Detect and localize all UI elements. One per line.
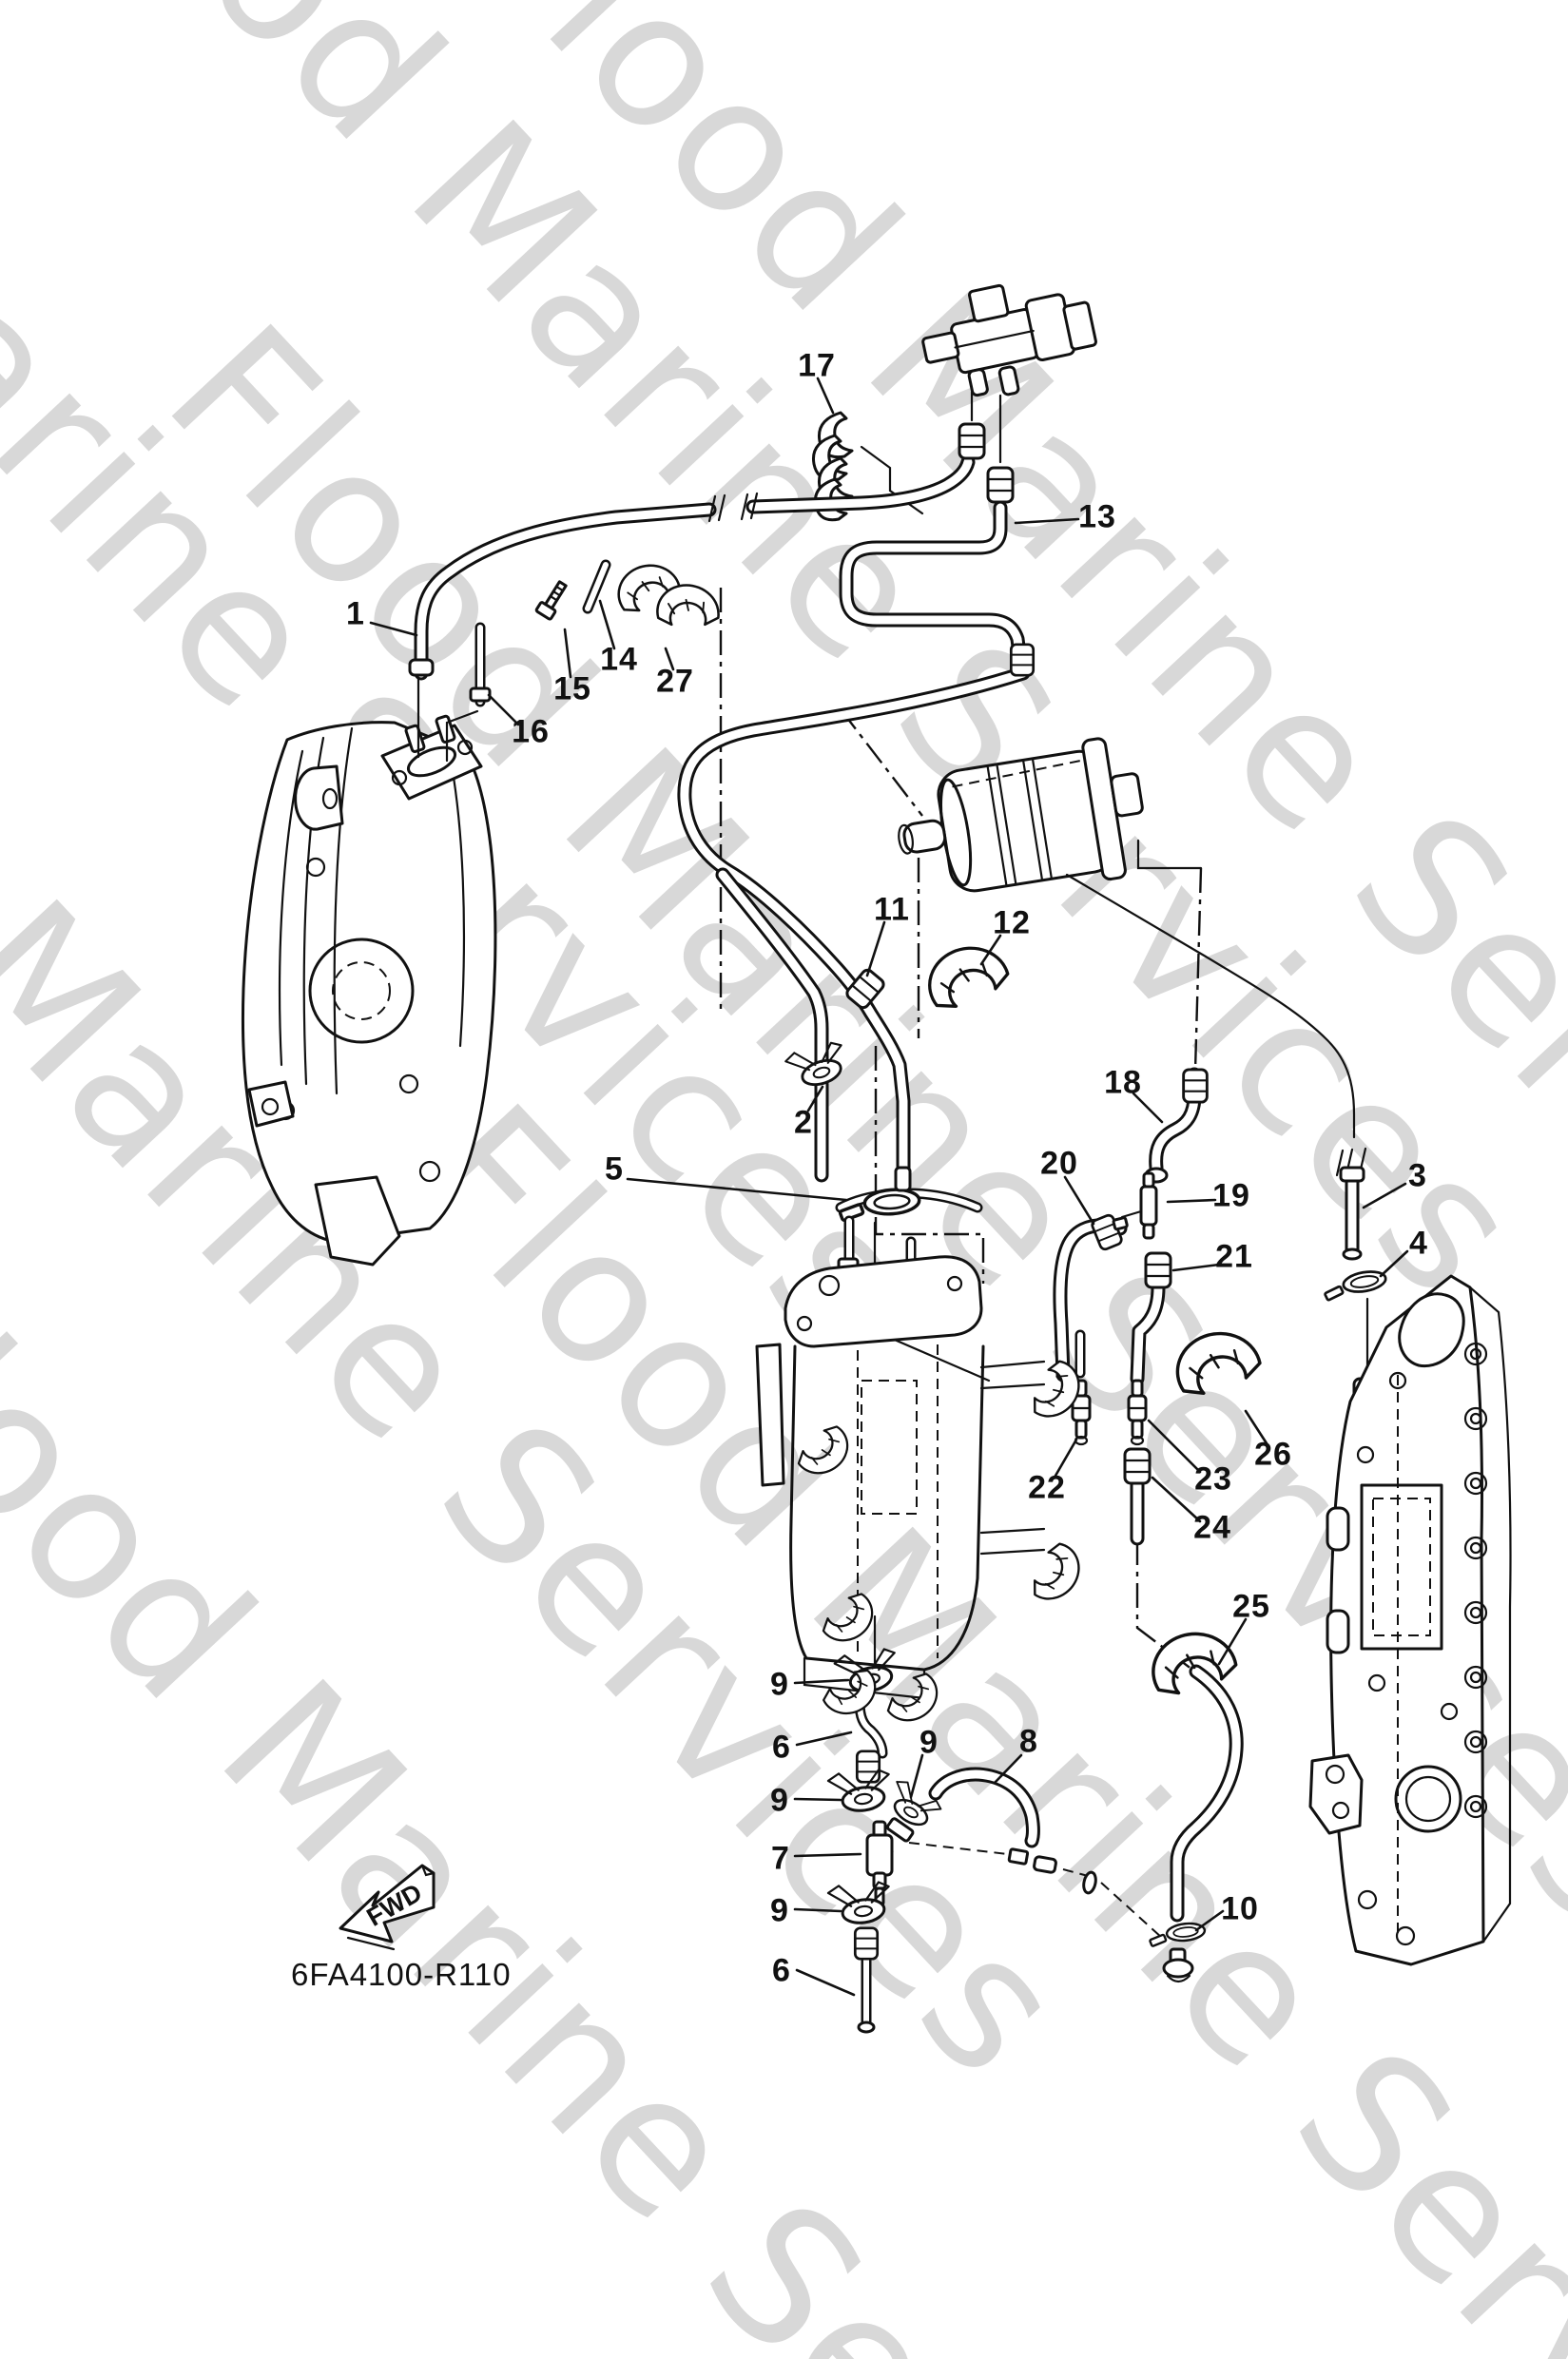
callout-10: 10: [1221, 1890, 1259, 1927]
callout-1: 1: [346, 595, 365, 632]
callout-14: 14: [600, 641, 638, 678]
callout-4: 4: [1409, 1225, 1428, 1262]
callout-15: 15: [553, 670, 591, 707]
callout-24: 24: [1193, 1509, 1231, 1546]
callout-21: 21: [1215, 1238, 1253, 1275]
cylinder-plate: [1308, 1274, 1512, 1966]
fuel-pump-assembly: [921, 283, 1097, 397]
callout-9b: 9: [770, 1782, 789, 1819]
callout-20: 20: [1040, 1145, 1078, 1182]
callout-26: 26: [1254, 1436, 1292, 1473]
fwd-label: FWD: [362, 1878, 427, 1932]
vapor-separator: [755, 1166, 1092, 1731]
clamp-12: [922, 940, 1014, 1013]
callout-9d: 9: [920, 1724, 939, 1761]
callout-6b: 6: [772, 1952, 791, 1989]
callout-23: 23: [1194, 1460, 1232, 1498]
screw-15: [534, 580, 568, 621]
callout-18: 18: [1104, 1064, 1142, 1101]
callout-8: 8: [1019, 1723, 1038, 1760]
clamp-25: [1149, 1629, 1240, 1696]
callout-3: 3: [1408, 1157, 1427, 1194]
callout-5: 5: [605, 1150, 624, 1188]
intake-bracket: [241, 714, 497, 1267]
drawing-number: 6FA4100-R110: [291, 1957, 512, 1992]
callout-25: 25: [1232, 1588, 1270, 1625]
clamp-26: [1171, 1327, 1265, 1398]
hose-1-end: [408, 658, 435, 677]
connector-23: [1127, 1379, 1148, 1446]
callout-2: 2: [794, 1104, 813, 1141]
tee-valve-7: [865, 1817, 915, 1907]
callout-11: 11: [874, 891, 910, 928]
tee-joint-19: [1112, 1171, 1158, 1240]
callout-9a: 9: [770, 1666, 789, 1703]
callout-19: 19: [1212, 1177, 1250, 1214]
callout-22: 22: [1028, 1469, 1066, 1506]
hoses: [408, 462, 1367, 2034]
callout-9c: 9: [770, 1892, 789, 1929]
callout-13: 13: [1078, 498, 1116, 535]
callout-6a: 6: [772, 1729, 791, 1766]
leader-lines: [369, 377, 1409, 1997]
vapor-canister: [898, 737, 1144, 893]
clamp-4: [1321, 1267, 1389, 1303]
callout-16: 16: [512, 713, 550, 750]
callout-17: 17: [798, 347, 836, 384]
callout-27: 27: [656, 663, 694, 700]
callout-12: 12: [993, 904, 1031, 941]
drain-plug-10: [1162, 1947, 1194, 1983]
fwd-arrow: FWD: [339, 1864, 436, 1951]
callout-7: 7: [771, 1840, 790, 1877]
